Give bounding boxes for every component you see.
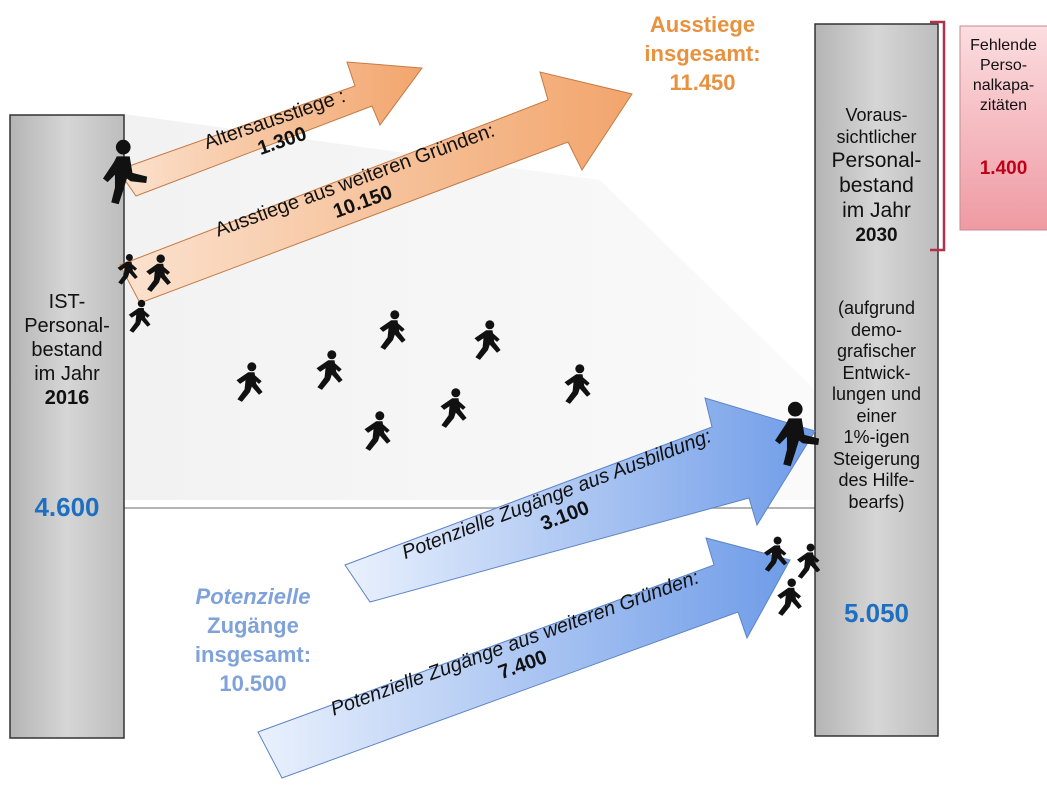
forecast-line: Personal- xyxy=(831,149,922,172)
note-line: Steigerung xyxy=(832,448,921,469)
ist-bar-label: IST- Personal- bestand im Jahr 2016 xyxy=(10,290,124,410)
ist-line: im Jahr xyxy=(34,363,100,385)
walking-person-icon xyxy=(777,578,802,616)
forecast-line: sichtlicher xyxy=(836,127,917,147)
missing-line: Fehlende xyxy=(970,37,1037,54)
forecast-note: (aufgrund demo- grafischer Entwick- lung… xyxy=(815,298,938,513)
missing-line: Perso- xyxy=(979,57,1028,74)
ist-value: 4.600 xyxy=(34,492,100,522)
entries-total: Potenzielle Zugänge insgesamt: 10.500 xyxy=(158,582,348,698)
forecast-line: Voraus- xyxy=(845,105,908,125)
forecast-line: im Jahr xyxy=(842,199,911,222)
exits-total-value: 11.450 xyxy=(669,70,736,95)
note-line: lungen und xyxy=(831,384,922,404)
missing-line: zitäten xyxy=(979,97,1028,114)
exits-total-line: Ausstiege xyxy=(649,12,756,37)
forecast-year: 2030 xyxy=(855,225,898,246)
entries-total-line: insgesamt: xyxy=(194,642,312,667)
note-line: Entwick- xyxy=(842,362,911,383)
note-line: grafischer xyxy=(836,341,917,361)
missing-value: 1.400 xyxy=(979,158,1028,179)
arrow-training-entries xyxy=(344,397,816,603)
note-line: demo- xyxy=(850,319,903,340)
ist-bar xyxy=(9,114,125,739)
exits-total-line: insgesamt: xyxy=(644,41,761,66)
ist-line: Personal- xyxy=(24,315,110,337)
forecast-bar xyxy=(814,23,939,737)
entries-total-line: Potenzielle xyxy=(195,584,311,609)
ist-line: bestand xyxy=(31,339,103,361)
missing-bracket xyxy=(930,20,946,252)
note-line: des Hilfe- xyxy=(838,470,915,490)
missing-box-label: Fehlende Perso- nalkapa- zitäten xyxy=(960,36,1047,116)
forecast-value: 5.050 xyxy=(843,598,910,628)
note-line: (aufgrund xyxy=(837,298,916,318)
ist-year: 2016 xyxy=(44,387,90,409)
note-line: einer xyxy=(856,405,897,426)
ist-line: IST- xyxy=(48,291,86,313)
forecast-line: bestand xyxy=(839,174,914,197)
entries-total-value: 10.500 xyxy=(219,671,287,696)
exits-total: Ausstiege insgesamt: 11.450 xyxy=(610,10,795,97)
note-line: 1%-igen xyxy=(843,427,910,447)
missing-box xyxy=(959,25,1047,231)
forecast-bar-label: Voraus- sichtlicher Personal- bestand im… xyxy=(815,104,938,248)
arrow-other-exits xyxy=(119,71,633,304)
arrow-age-exits xyxy=(117,61,423,197)
arrow-other-entries xyxy=(257,537,791,779)
missing-line: nalkapa- xyxy=(972,77,1035,94)
entries-total-line: Zugänge xyxy=(207,613,299,638)
note-line: bearfs) xyxy=(848,491,905,512)
